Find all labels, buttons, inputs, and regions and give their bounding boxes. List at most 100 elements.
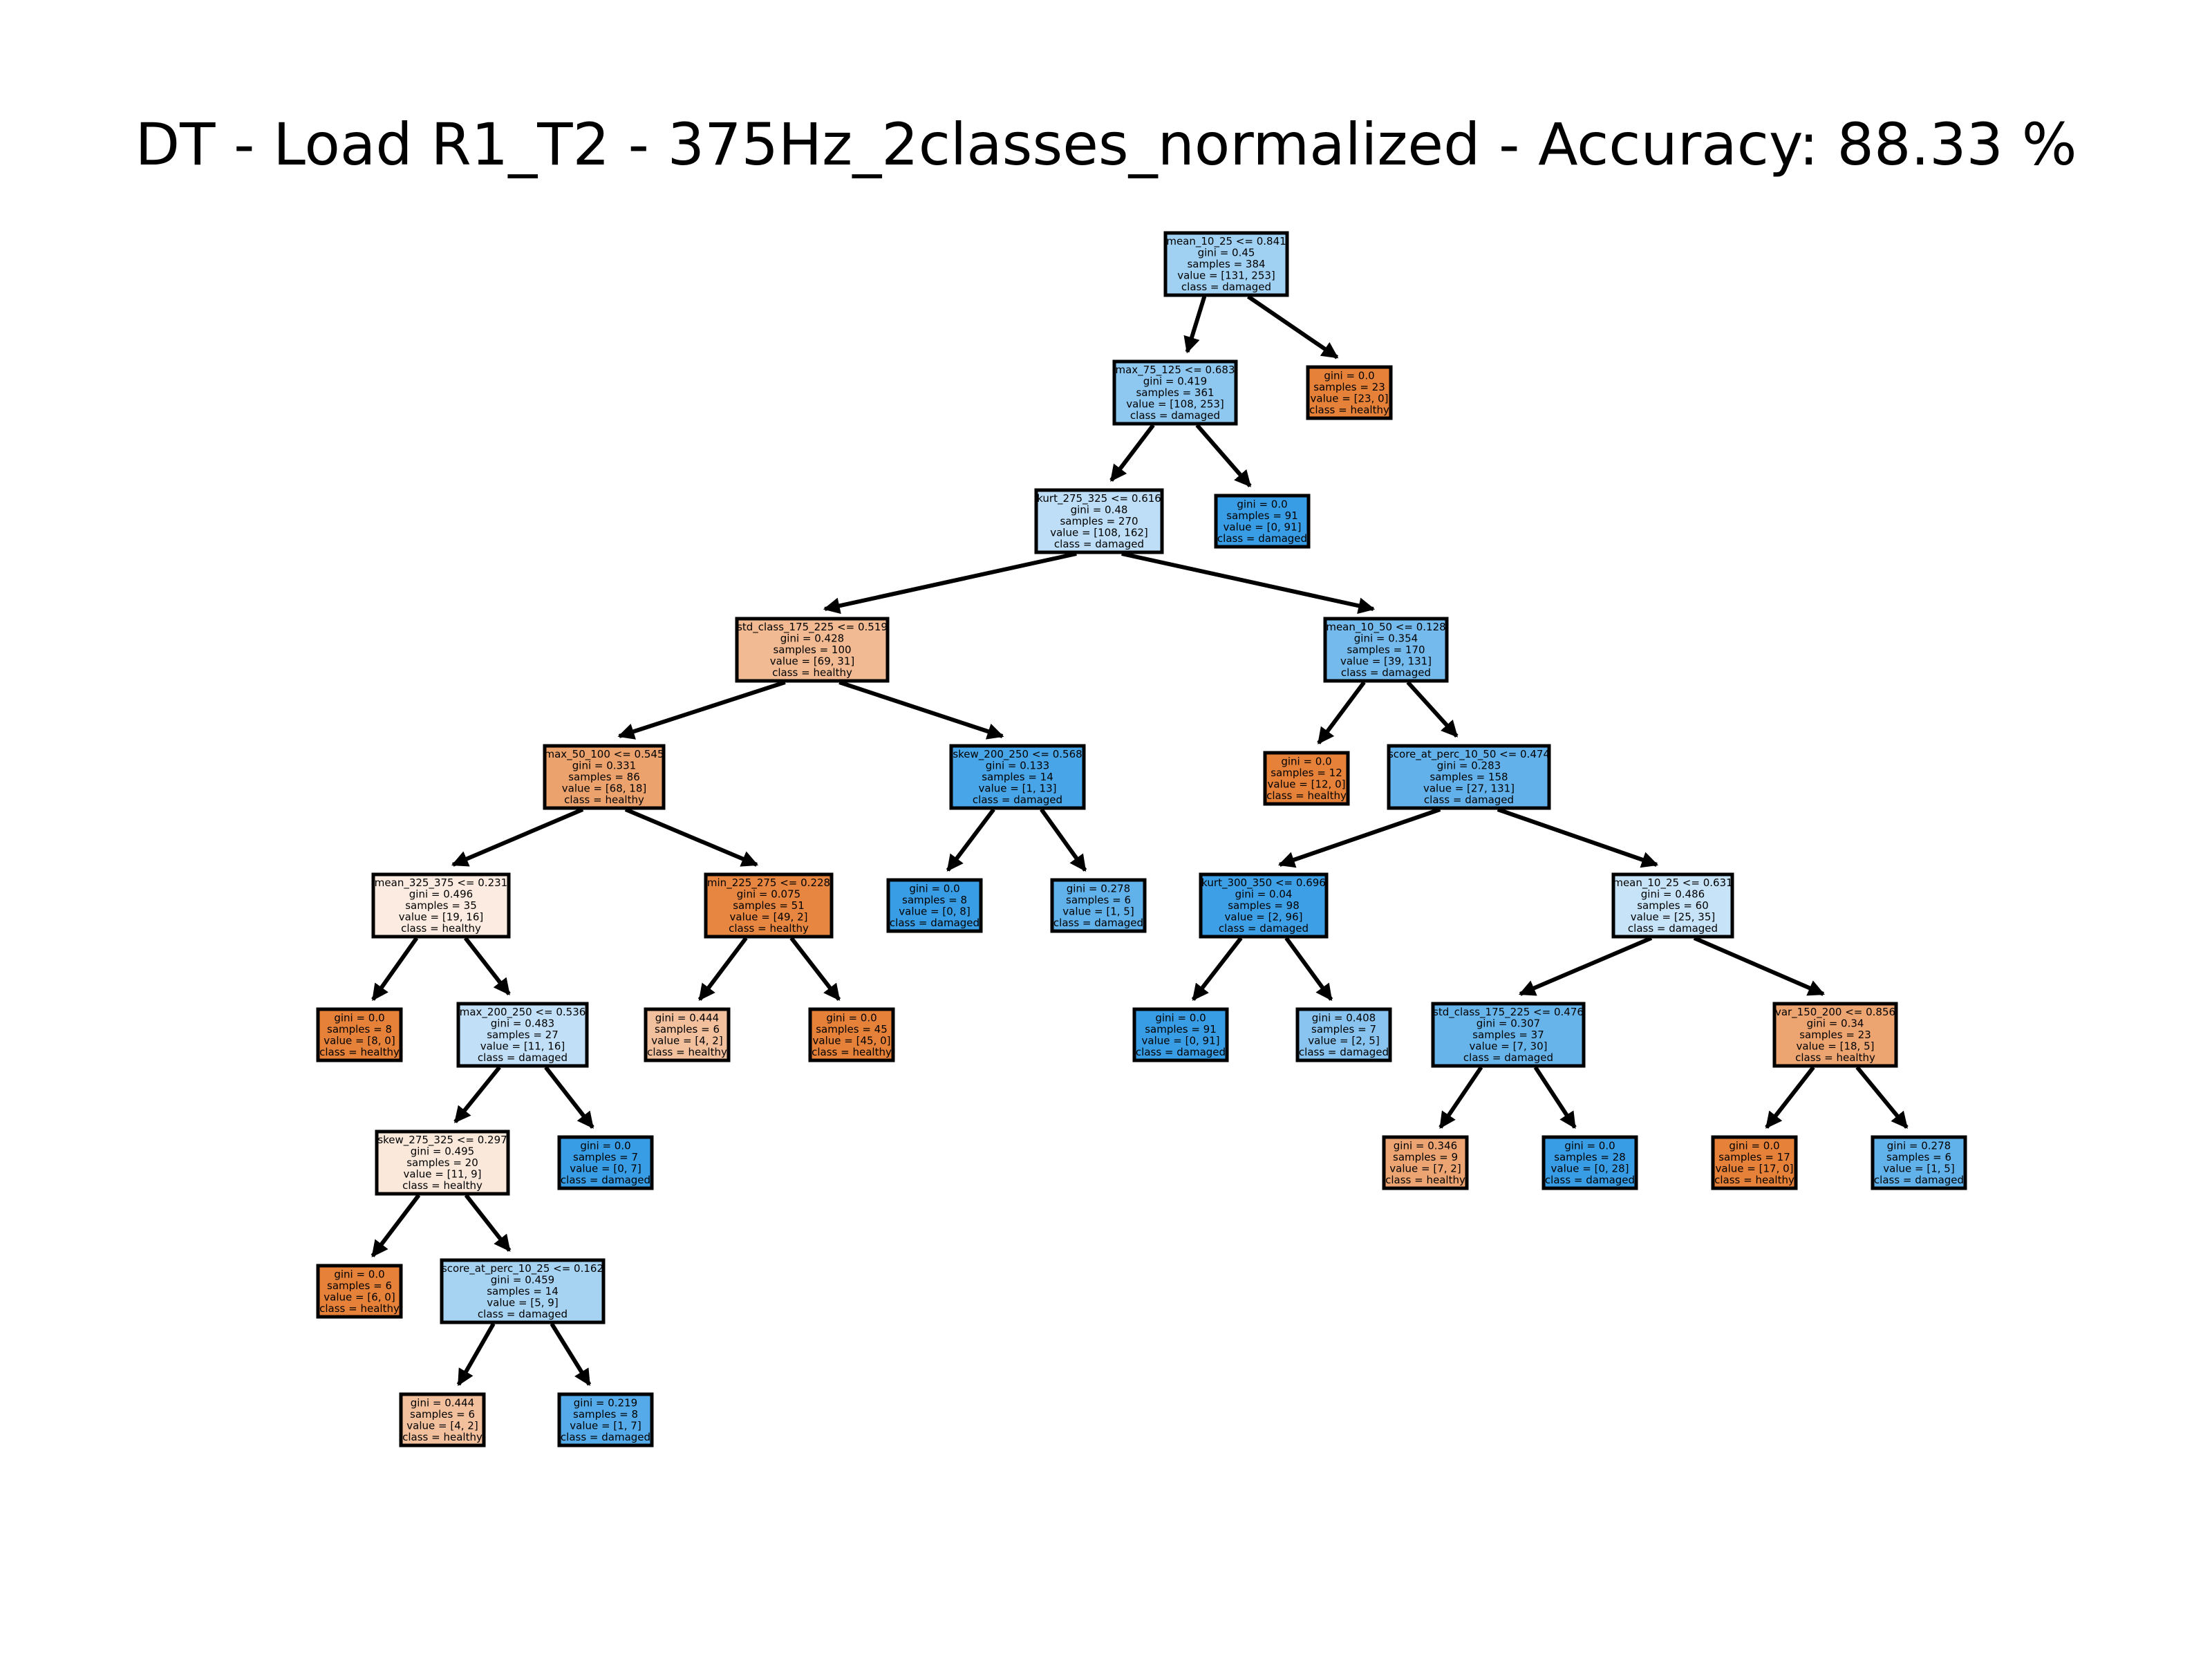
tree-node-line: var_150_200 <= 0.856 [1775, 1006, 1895, 1019]
tree-edge-n6-n9 [1317, 681, 1366, 744]
tree-node-line: class = damaged [1053, 917, 1143, 929]
tree-node-line: value = [0, 28] [1551, 1162, 1629, 1174]
tree-node-box [316, 1007, 403, 1062]
tree-node-line: value = [2, 96] [1225, 911, 1303, 924]
tree-node-line: value = [108, 162] [1050, 527, 1148, 539]
tree-node-line: class = healthy [729, 922, 809, 935]
tree-node-line: value = [4, 2] [651, 1034, 722, 1047]
tree-node-line: class = healthy [402, 1179, 482, 1192]
tree-node-line: class = damaged [1130, 409, 1220, 422]
tree-node-line: class = damaged [1628, 922, 1718, 935]
tree-node-line: samples = 28 [1554, 1151, 1626, 1163]
tree-node-line: value = [1, 7] [570, 1419, 641, 1432]
tree-node-box [316, 1264, 403, 1319]
tree-node-box [456, 1002, 589, 1068]
tree-node-line: class = damaged [1054, 538, 1144, 550]
tree-edge-n1-n3 [1109, 424, 1155, 482]
tree-node-line: min_225_275 <= 0.228 [707, 877, 830, 890]
tree-node-box [1112, 359, 1238, 426]
tree-node-box [1132, 1007, 1229, 1062]
tree-node-line: class = healthy [1266, 789, 1347, 802]
tree-node-line: samples = 6 [1886, 1151, 1951, 1163]
tree-node-line: gini = 0.48 [1071, 504, 1128, 516]
tree-node-line: max_50_100 <= 0.545 [544, 748, 664, 761]
tree-node-line: class = healthy [401, 922, 481, 935]
tree-node-line: mean_325_375 <= 0.231 [375, 877, 507, 890]
tree-node-line: std_class_175_225 <= 0.519 [737, 621, 888, 634]
tree-node-box [1323, 617, 1449, 683]
tree-node-line: class = damaged [1217, 532, 1307, 545]
tree-node-box [949, 744, 1086, 810]
tree-node-line: class = damaged [1299, 1046, 1389, 1058]
tree-node-line: gini = 0.278 [1887, 1139, 1951, 1152]
tree-node-line: value = [5, 9] [487, 1297, 558, 1309]
tree-node-line: kurt_275_325 <= 0.616 [1037, 492, 1161, 505]
tree-node-line: value = [69, 31] [770, 655, 855, 668]
tree-node-line: gini = 0.496 [409, 888, 473, 901]
tree-node-line: gini = 0.495 [411, 1145, 474, 1158]
tree-node-line: gini = 0.0 [826, 1011, 877, 1024]
tree-node-line: class = healthy [319, 1302, 400, 1315]
tree-edge-n10-n15 [1277, 807, 1441, 868]
tree-edge-n1-n4 [1195, 424, 1252, 487]
tree-node-line: class = healthy [564, 794, 644, 806]
tree-node-line: gini = 0.483 [491, 1018, 554, 1030]
tree-node-line: gini = 0.34 [1807, 1018, 1864, 1030]
tree-node-line: value = [0, 7] [570, 1162, 641, 1174]
tree-node-line: samples = 6 [327, 1280, 392, 1292]
tree-node-box [1306, 365, 1393, 420]
tree-node-box [1034, 488, 1164, 554]
tree-node-line: value = [2, 5] [1308, 1034, 1379, 1047]
tree-edge-n5-n7 [617, 680, 786, 740]
tree-edge-n8-n14 [1040, 808, 1087, 872]
tree-node-box [1711, 1135, 1798, 1190]
tree-node-box [1214, 494, 1311, 549]
tree-node-line: gini = 0.0 [1324, 369, 1374, 382]
tree-node-line: gini = 0.0 [580, 1139, 630, 1152]
tree-node-line: samples = 37 [1472, 1029, 1544, 1041]
tree-node-line: value = [25, 35] [1631, 911, 1716, 924]
tree-node-line: class = healthy [1385, 1174, 1465, 1186]
tree-node-box [1263, 751, 1350, 806]
tree-node-box [557, 1392, 654, 1447]
tree-node-line: samples = 6 [655, 1023, 720, 1035]
tree-node-line: samples = 6 [410, 1408, 475, 1421]
tree-edge-n7-n11 [451, 807, 584, 867]
tree-edge-n10-n16 [1497, 807, 1659, 868]
tree-node-line: samples = 35 [405, 899, 477, 912]
tree-node-line: value = [131, 253] [1177, 270, 1275, 282]
tree-node-line: value = [1, 5] [1883, 1162, 1954, 1174]
tree-node-line: class = damaged [1341, 666, 1431, 679]
tree-node-line: value = [11, 9] [404, 1168, 482, 1181]
tree-node-line: samples = 170 [1347, 644, 1425, 656]
tree-node-line: gini = 0.419 [1143, 375, 1207, 388]
tree-node-box [1050, 878, 1147, 933]
tree-node-line: class = healthy [812, 1046, 892, 1058]
tree-node-line: gini = 0.0 [1237, 498, 1287, 510]
tree-node-line: samples = 27 [487, 1029, 559, 1041]
tree-node-line: samples = 23 [1313, 381, 1385, 393]
tree-node-line: gini = 0.0 [909, 882, 959, 894]
tree-node-line: gini = 0.346 [1394, 1139, 1457, 1152]
tree-node-line: gini = 0.133 [986, 760, 1049, 772]
tree-node-box [1611, 872, 1734, 939]
tree-node-line: gini = 0.0 [334, 1011, 384, 1024]
tree-node-line: score_at_perc_10_50 <= 0.474 [1388, 748, 1550, 761]
tree-node-line: skew_275_325 <= 0.297 [377, 1134, 507, 1147]
tree-edge-n32-n33 [456, 1322, 496, 1387]
